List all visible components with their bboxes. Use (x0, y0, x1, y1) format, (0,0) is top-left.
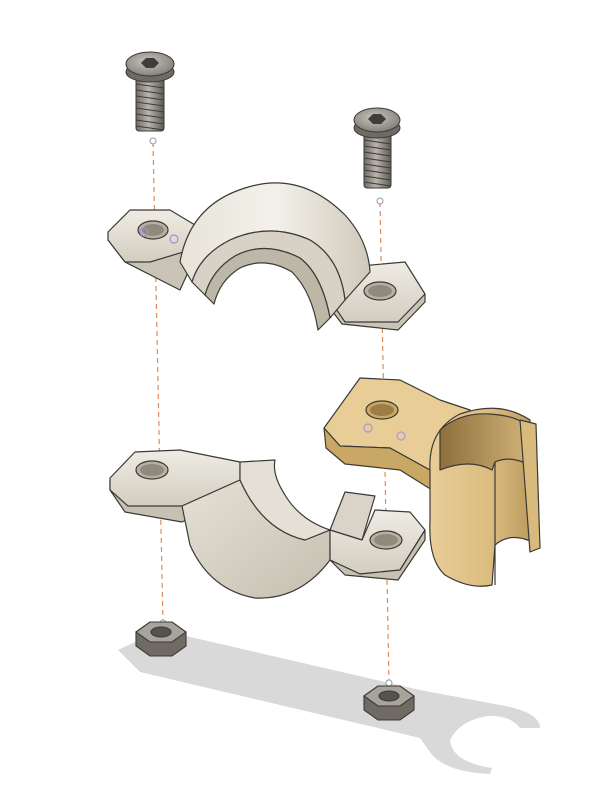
screw-left (125, 51, 175, 132)
adapter-markers (363, 423, 406, 441)
upper-clamp-markers (139, 227, 179, 244)
nut-left (135, 621, 187, 657)
screw-right (353, 107, 401, 189)
lower-clamp-half (109, 449, 426, 599)
ground-shadow (118, 630, 540, 774)
nut-right (363, 685, 415, 721)
upper-clamp-half (107, 182, 426, 331)
tube-adapter (323, 377, 541, 587)
